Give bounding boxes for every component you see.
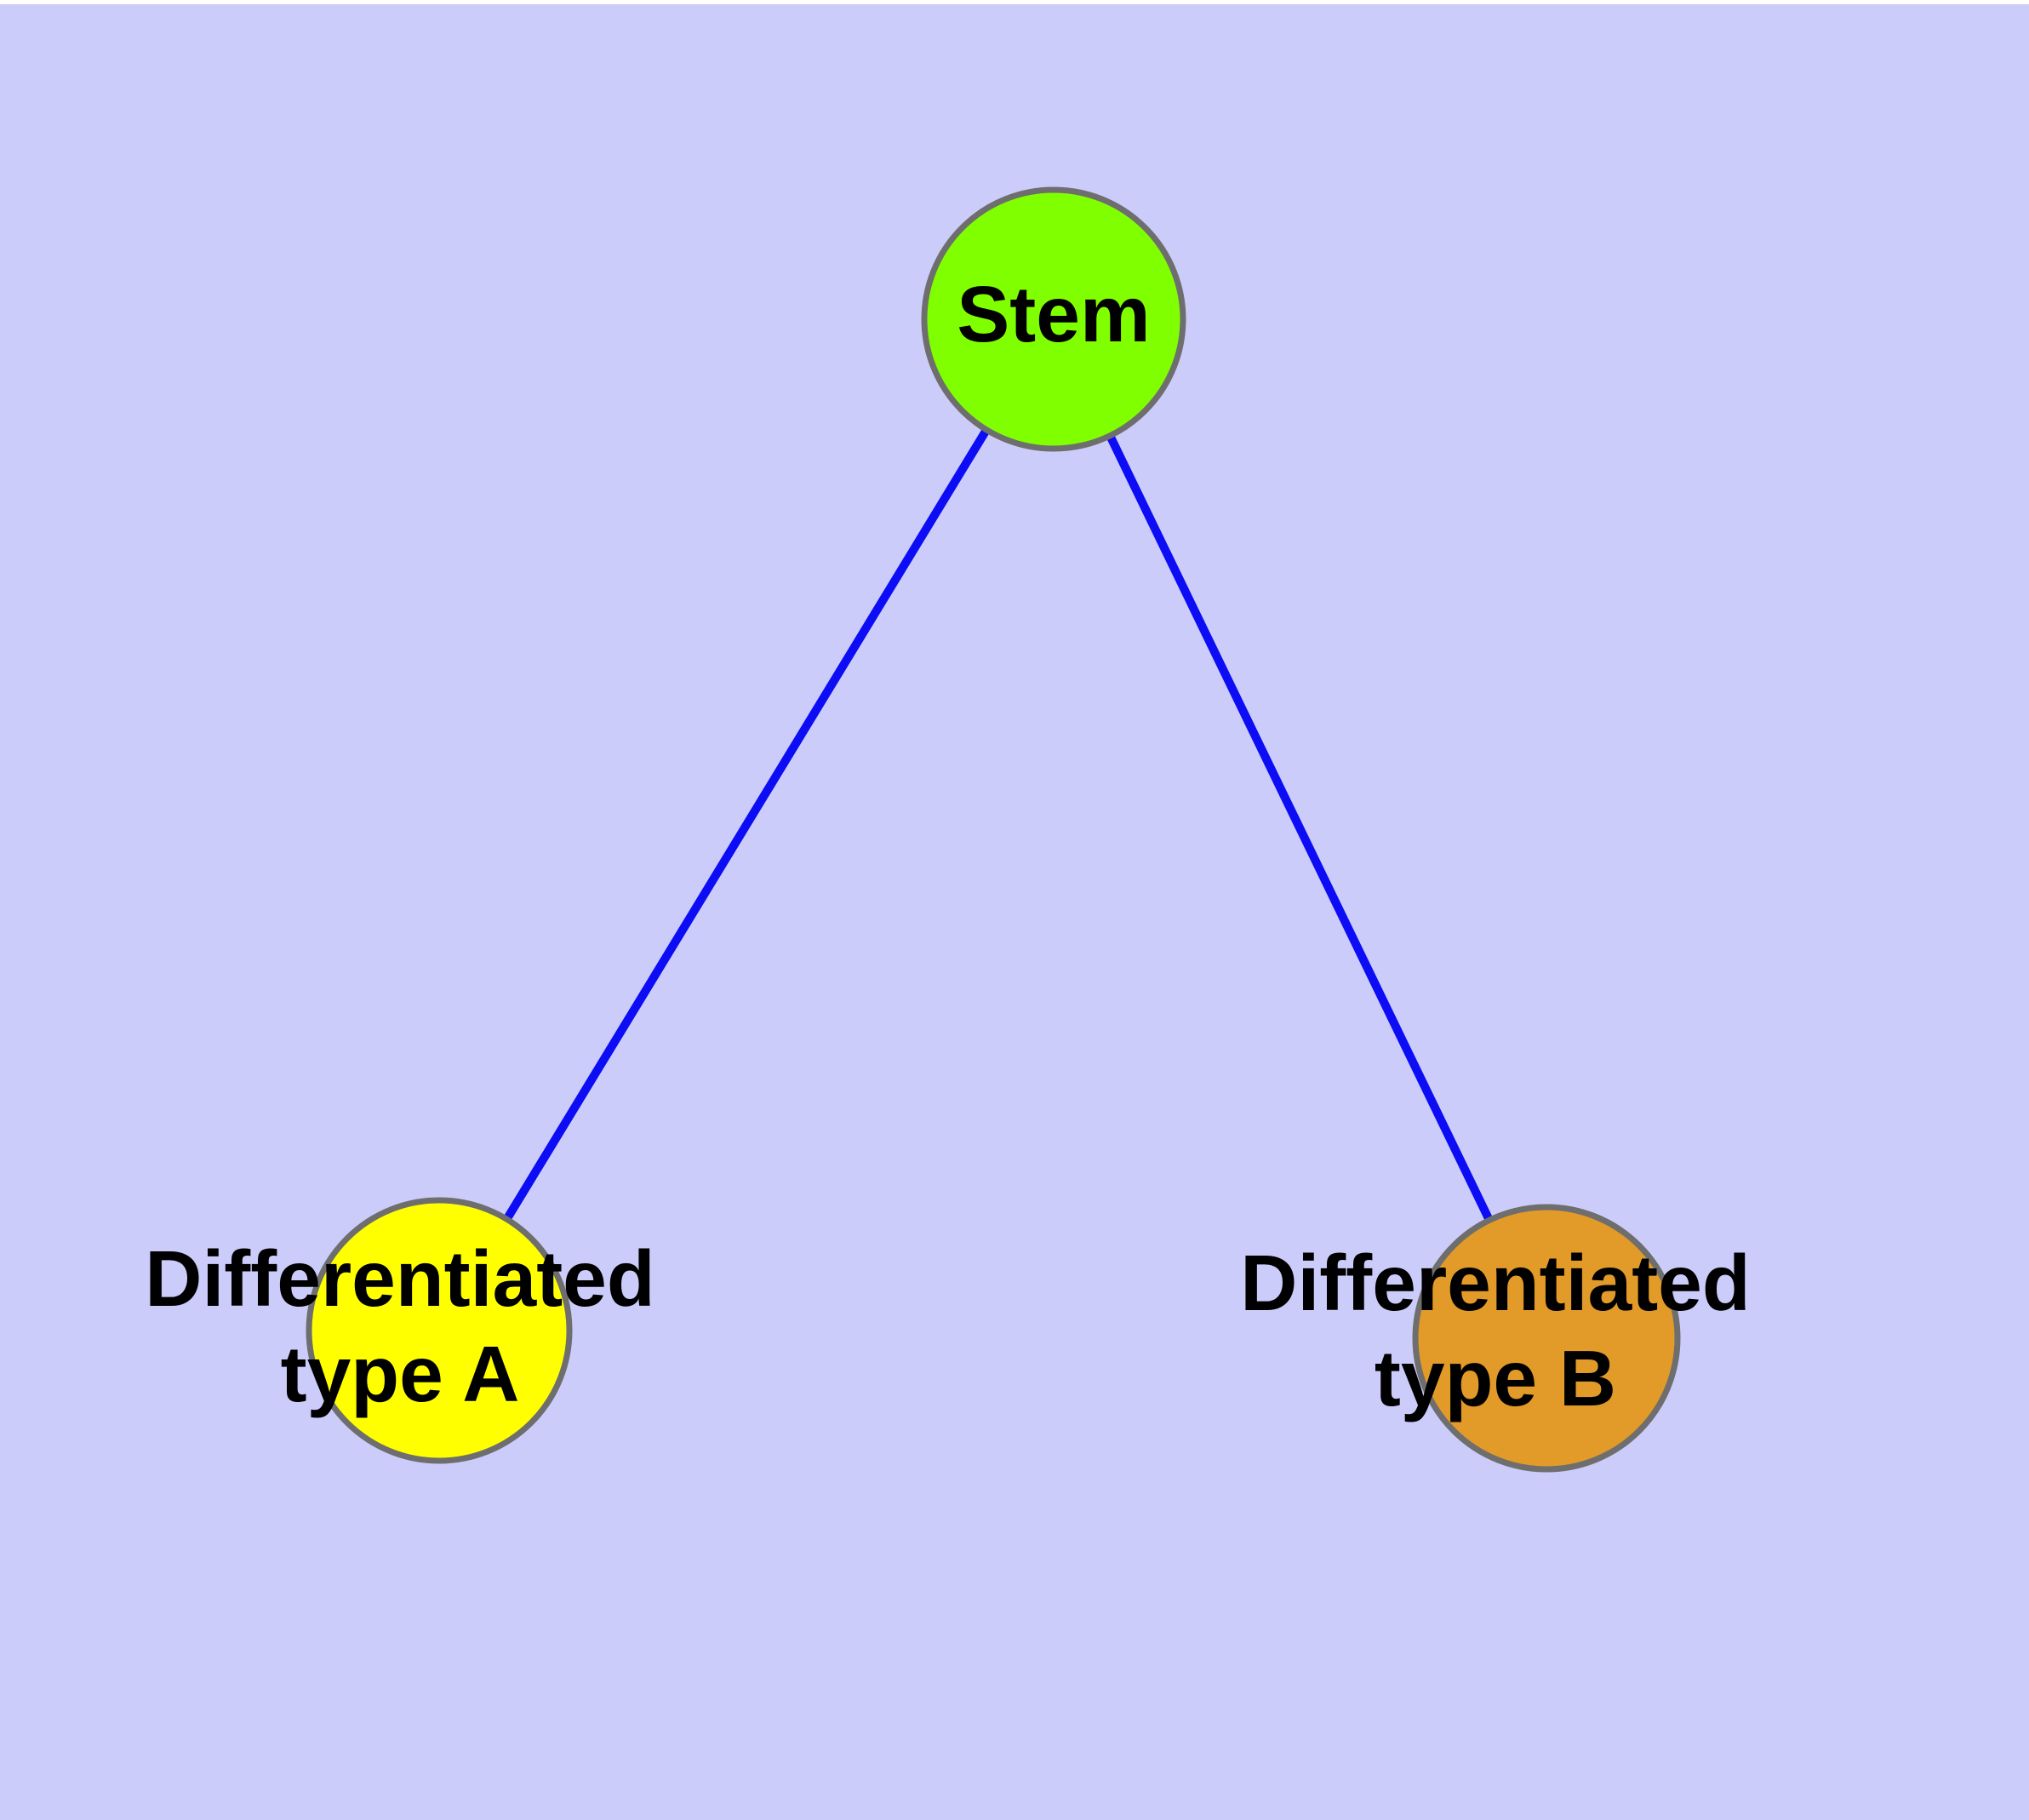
node-stem-circle[interactable]	[921, 186, 1186, 452]
edge-stem-to-differentiated-type-b	[1049, 317, 1551, 1341]
nodes-layer	[306, 186, 1681, 1473]
node-differentiated-type-b[interactable]	[1412, 1204, 1681, 1473]
node-stem[interactable]	[921, 186, 1186, 452]
node-label-line: Stem	[957, 270, 1150, 358]
node-label-line: type A	[281, 1330, 520, 1418]
edge-stem-to-differentiated-type-a	[435, 317, 1058, 1333]
node-differentiated-type-a-circle[interactable]	[306, 1197, 573, 1464]
node-differentiated-type-a[interactable]	[306, 1197, 573, 1464]
edges-layer	[435, 317, 1551, 1341]
node-label-line: type B	[1375, 1334, 1616, 1422]
node-label-line: Differentiated	[1240, 1239, 1750, 1327]
node-differentiated-type-b-circle[interactable]	[1412, 1204, 1681, 1473]
node-label-line: Differentiated	[145, 1234, 654, 1323]
node-stem-label: Stem	[957, 270, 1150, 358]
